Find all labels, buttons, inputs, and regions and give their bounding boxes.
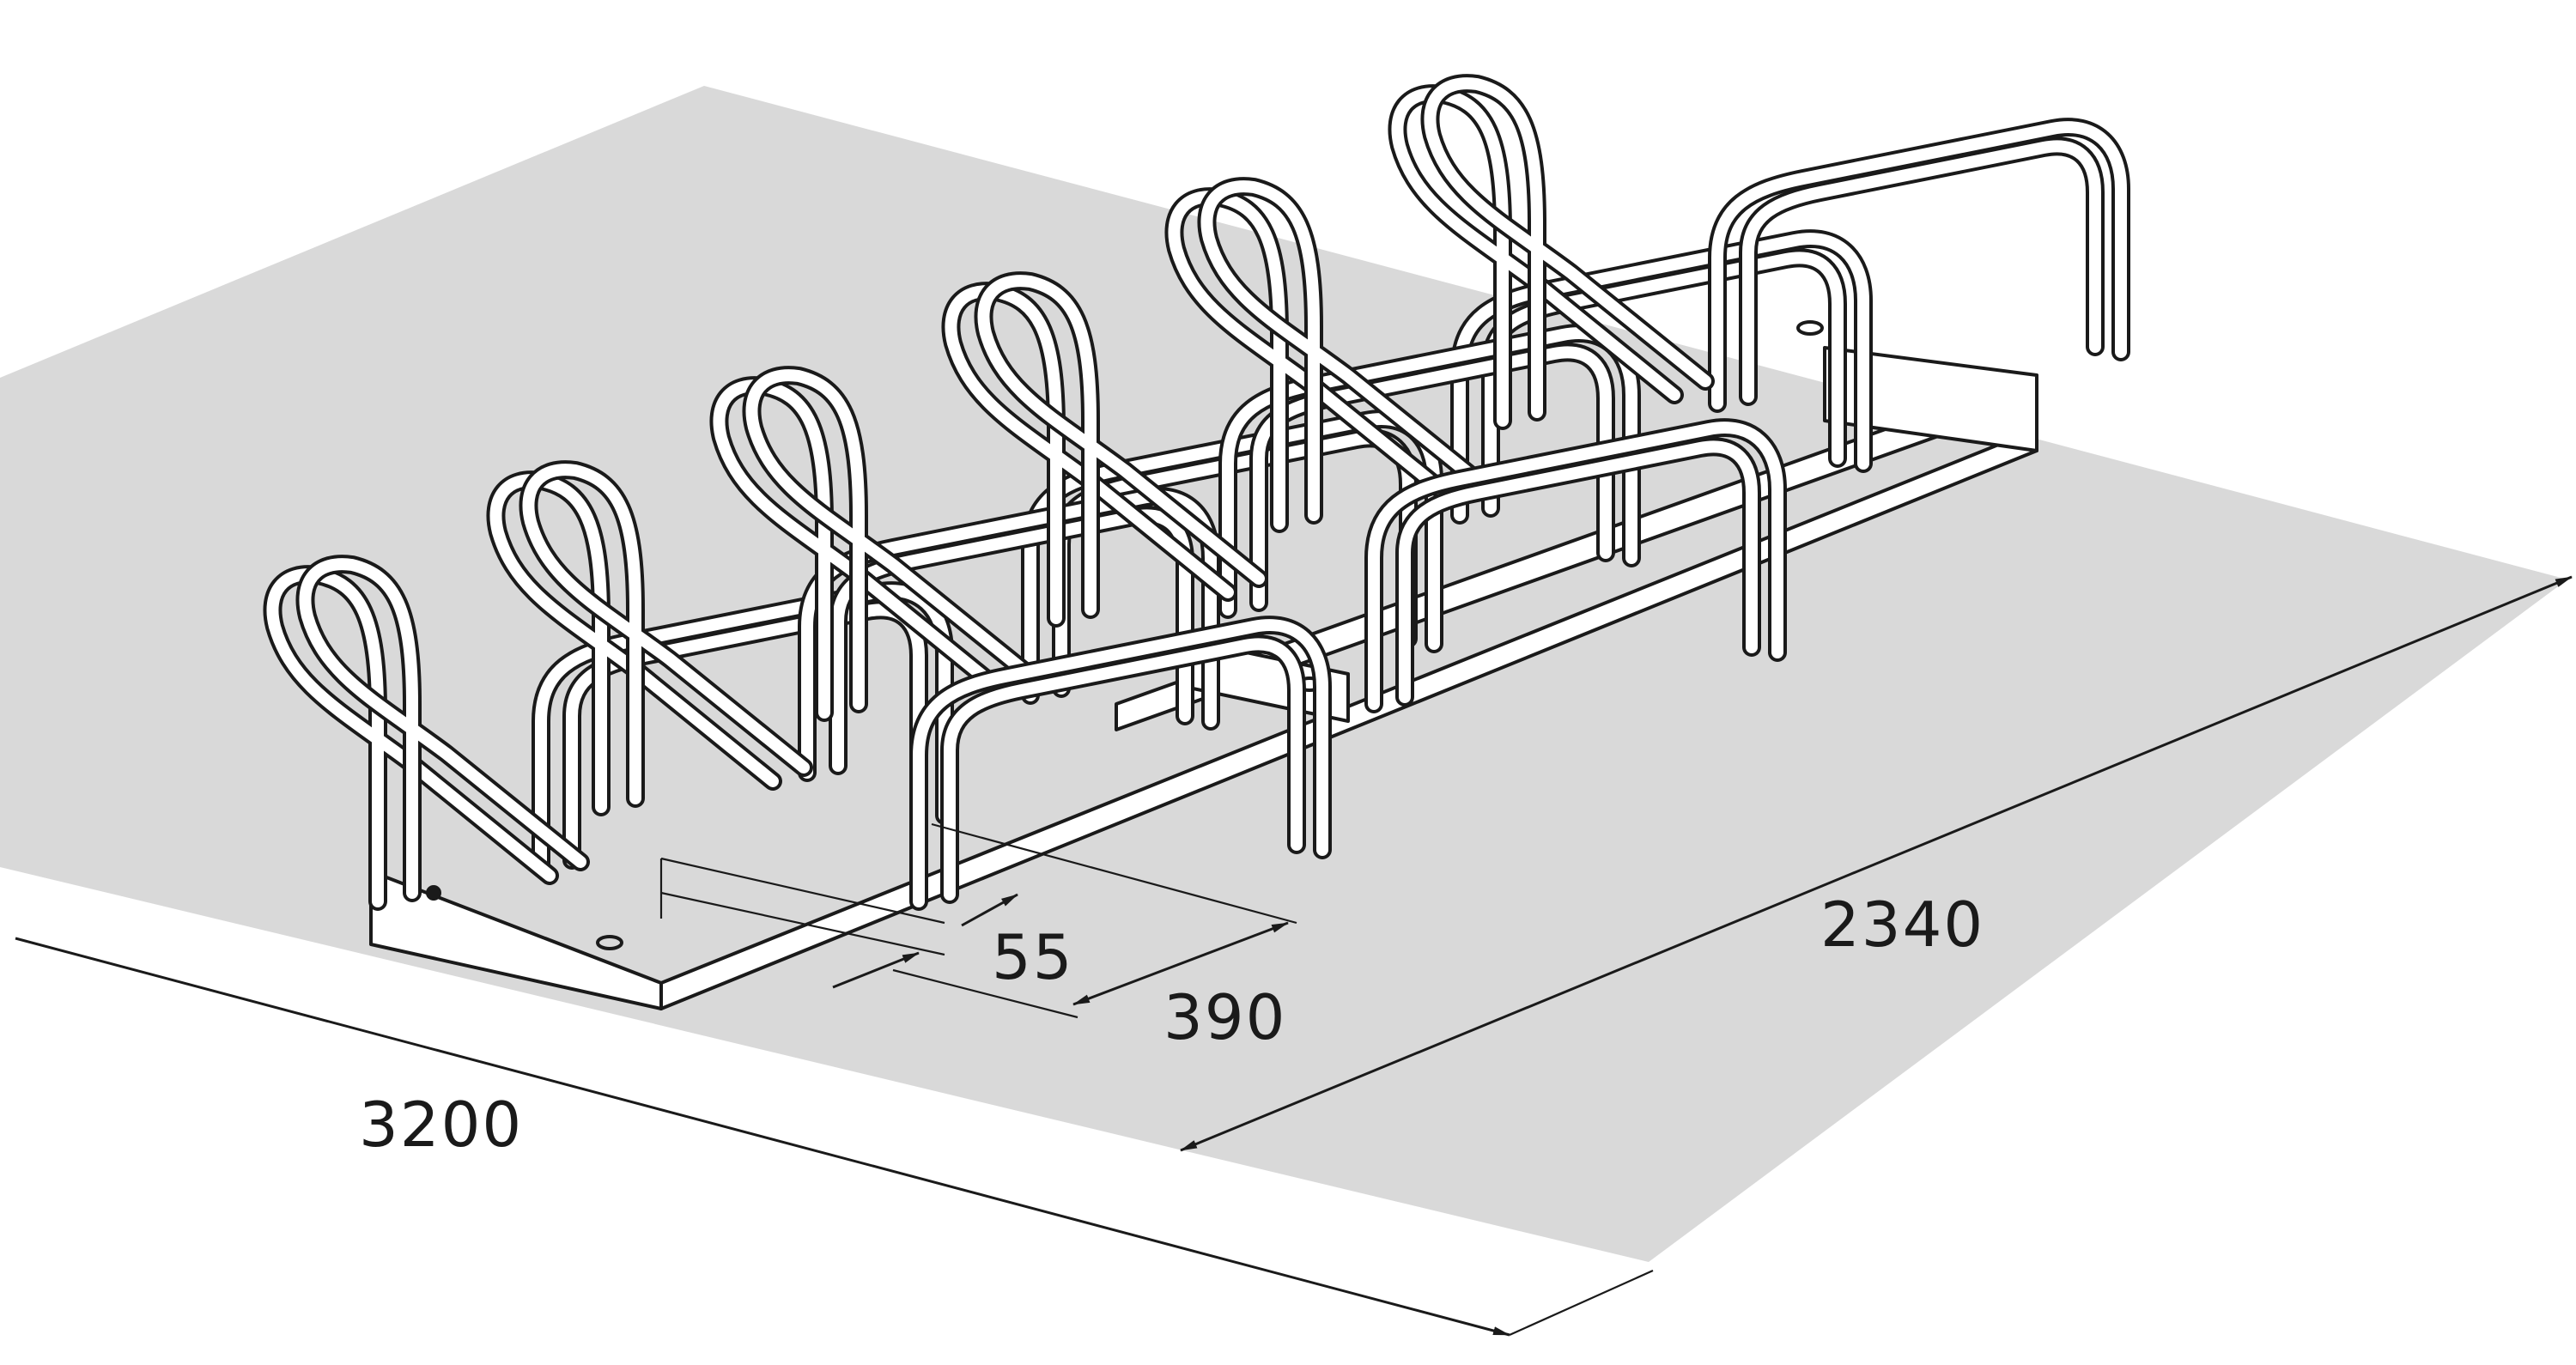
dimension-55: 55 — [659, 857, 1074, 993]
left-end-plate — [369, 870, 663, 1010]
slot-hole — [596, 935, 623, 950]
dimension-label-3200: 3200 — [359, 1089, 523, 1161]
dimension-label-390: 390 — [1163, 981, 1286, 1053]
bolt-hole — [426, 885, 441, 901]
dimension-3200: 3200 — [15, 937, 1654, 1337]
dimension-label-2340: 2340 — [1820, 889, 1984, 961]
dimension-label-55: 55 — [992, 921, 1074, 993]
dimension-2340: 2340 — [1180, 575, 2573, 1152]
right-end-plate — [1823, 346, 2038, 452]
slot-hole — [1796, 320, 1824, 336]
